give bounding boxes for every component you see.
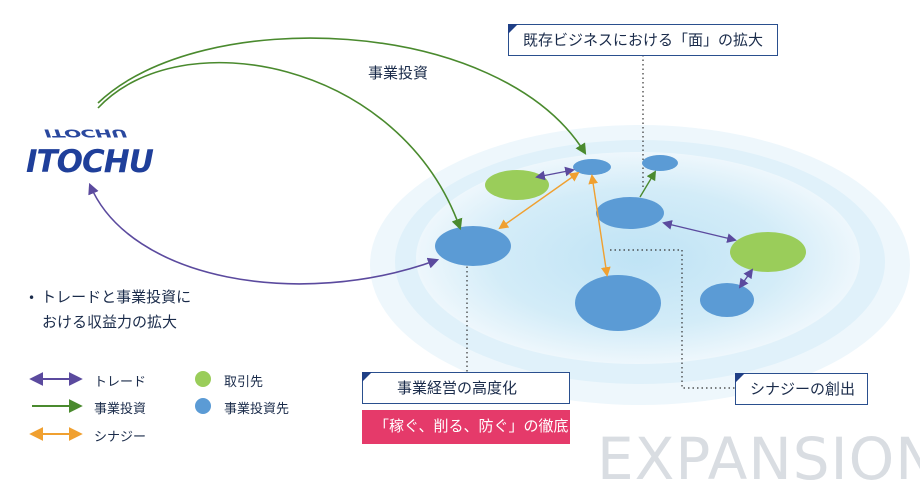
investee-circle [596,197,664,229]
investee-circle [435,226,511,266]
partner-circle [730,232,806,272]
synergy-arrow [588,174,611,277]
callout-surface-expansion-text: 既存ビジネスにおける「面」の拡大 [523,31,764,49]
legend-investee-label: 事業投資先 [224,402,290,417]
callout-corner-mark [508,24,518,34]
investee-circle [700,283,754,317]
callout-synergy-text: シナジーの創出 [750,380,856,398]
bullet-line1: トレードと事業投資に [41,288,192,306]
bullet-point: • トレードと事業投資に おける収益力の拡大 [28,285,191,334]
legend-synergy-label: シナジー [94,430,147,445]
bullet-dot: • [28,291,36,305]
legend-partner-label: 取引先 [224,375,264,390]
callout-surface-expansion: 既存ビジネスにおける「面」の拡大 [508,24,778,56]
synergy-arrow [498,171,580,230]
callout-synergy: シナジーの創出 [735,373,868,405]
investment-arrow [639,170,657,198]
slogan-text: 「稼ぐ、削る、防ぐ」の徹底 [374,417,569,435]
legend-investee-dot [195,398,211,414]
callout-corner-mark [362,372,372,382]
itochu-logo: ITOCHU ITOCHU [26,118,154,180]
investment-arrow [97,37,587,155]
trade-arrow [88,182,440,285]
bullet-line: • トレードと事業投資に [28,285,191,310]
legend-investment-label: 事業投資 [94,402,147,417]
investee-circle [575,275,661,331]
investee-circle [573,159,611,175]
slogan-banner: 「稼ぐ、削る、防ぐ」の徹底 [362,410,570,444]
legend-partner-dot [195,371,211,387]
logo-reflection: ITOCHU [44,126,127,140]
callout-corner-mark [735,373,745,383]
bullet-line2: おける収益力の拡大 [42,313,178,331]
investment-arc-label: 事業投資 [368,64,429,82]
trade-arrow [662,220,737,243]
logo-text: ITOCHU [26,144,154,180]
callout-management: 事業経営の高度化 [362,372,570,404]
callout-management-text: 事業経営の高度化 [397,379,518,397]
legend-trade-label: トレード [94,375,147,390]
dotted-line-synergy [610,249,736,389]
investee-circle [642,155,678,171]
partner-circle [485,170,549,200]
expansion-watermark: EXPANSION [597,425,920,493]
trade-arrow [738,268,754,289]
investment-arrow [97,61,463,231]
